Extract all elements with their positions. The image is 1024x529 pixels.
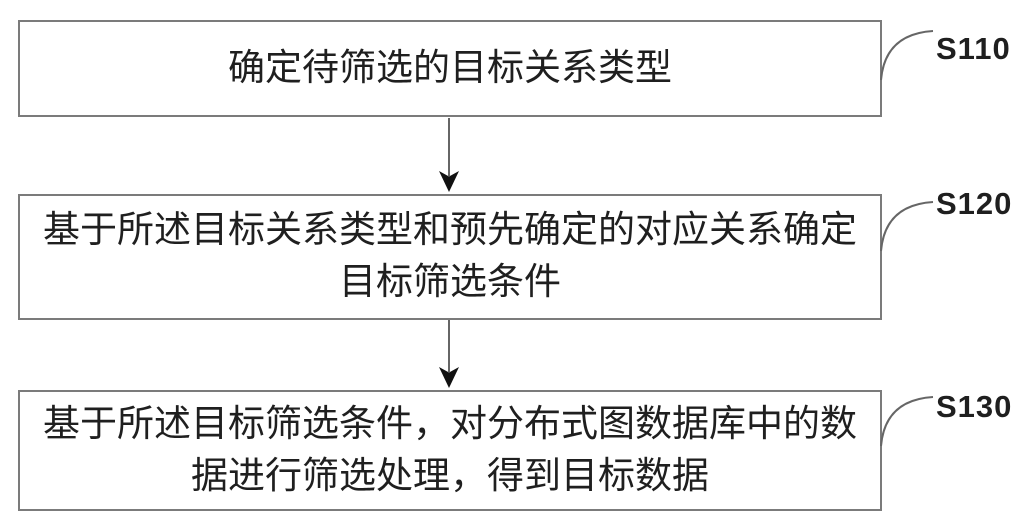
leader-curve-s120: [880, 201, 934, 252]
flow-step-text: 确定待筛选的目标关系类型: [228, 47, 672, 89]
flow-step-box-s130: 基于所述目标筛选条件，对分布式图数据库中的数 据进行筛选处理，得到目标数据: [18, 390, 882, 511]
step-label-s120: S120: [936, 186, 1013, 221]
arrow-down-2: [439, 320, 459, 388]
flow-step-text-line: 据进行筛选处理，得到目标数据: [191, 455, 709, 497]
step-label-s110: S110: [936, 31, 1011, 66]
flow-step-text-line: 目标筛选条件: [339, 262, 561, 303]
leader-curve-s130: [880, 396, 934, 447]
flow-step-text-line: 基于所述目标筛选条件，对分布式图数据库中的数: [43, 403, 857, 445]
flow-step-box-s110: 确定待筛选的目标关系类型: [18, 20, 882, 117]
leader-curve-s110: [880, 30, 934, 81]
flow-step-text-line: 基于所述目标关系类型和预先确定的对应关系确定: [43, 210, 857, 251]
step-label-s130: S130: [936, 389, 1013, 424]
arrow-down-1: [439, 118, 459, 192]
flow-step-box-s120: 基于所述目标关系类型和预先确定的对应关系确定 目标筛选条件: [18, 194, 882, 320]
